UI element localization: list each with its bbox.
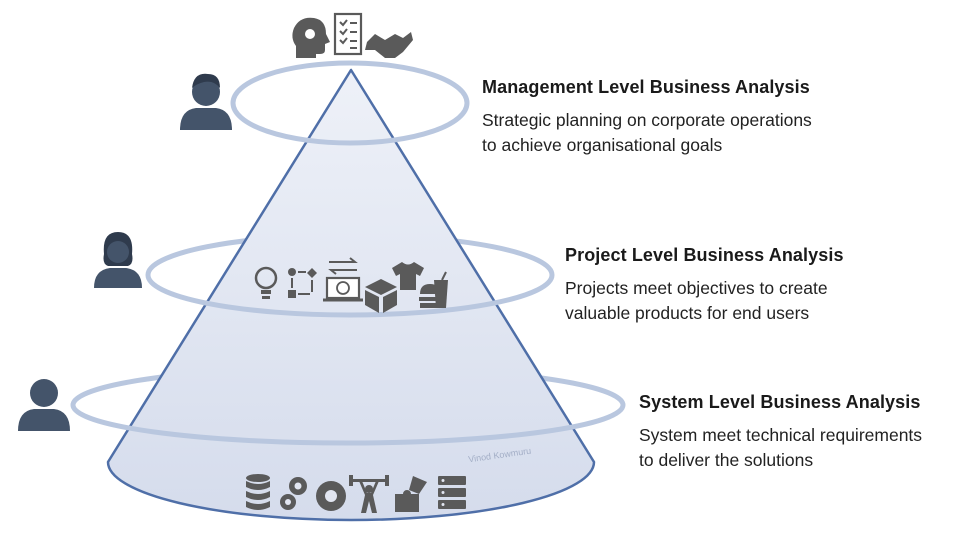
ring-management-back <box>230 60 470 104</box>
food-drink-icon <box>419 271 448 308</box>
system-level-desc-line1: System meet technical requirements <box>639 425 923 445</box>
ring-project-front <box>145 274 555 318</box>
lightbulb-icon <box>254 266 278 299</box>
project-level-desc-line2: valuable products for end users <box>565 303 810 323</box>
person-man-icon <box>180 73 232 130</box>
system-level-desc-line2: to deliver the solutions <box>639 450 814 470</box>
puzzle-hand-icon <box>395 476 427 512</box>
server-icon <box>438 476 466 509</box>
system-level-title: System Level Business Analysis <box>639 392 921 412</box>
management-level-desc-line2: to achieve organisational goals <box>482 135 723 155</box>
management-level-desc-line1: Strategic planning on corporate operatio… <box>482 110 812 130</box>
package-box-icon <box>365 279 397 313</box>
workflow-icon <box>288 268 317 298</box>
management-level-title: Management Level Business Analysis <box>482 77 810 97</box>
project-level-block: Project Level Business Analysis Projects… <box>565 245 844 326</box>
gears-icon <box>280 477 307 510</box>
head-gears-icon <box>292 17 330 58</box>
weightlifter-icon <box>349 475 389 513</box>
laptop-exchange-icon <box>323 257 363 302</box>
checklist-icon <box>333 12 363 56</box>
system-level-block: System Level Business Analysis System me… <box>639 392 922 473</box>
database-icon <box>246 474 270 510</box>
tshirt-icon <box>392 262 424 290</box>
person-woman-icon <box>94 232 142 288</box>
project-level-title: Project Level Business Analysis <box>565 245 844 265</box>
person-man-icon <box>18 379 70 431</box>
project-level-desc-line1: Projects meet objectives to create <box>565 278 828 298</box>
management-level-block: Management Level Business Analysis Strat… <box>482 77 812 158</box>
ring-management-front <box>230 102 470 146</box>
ring-system-front <box>70 404 626 446</box>
handshake-icon <box>365 32 413 58</box>
gear-icon <box>316 481 346 511</box>
